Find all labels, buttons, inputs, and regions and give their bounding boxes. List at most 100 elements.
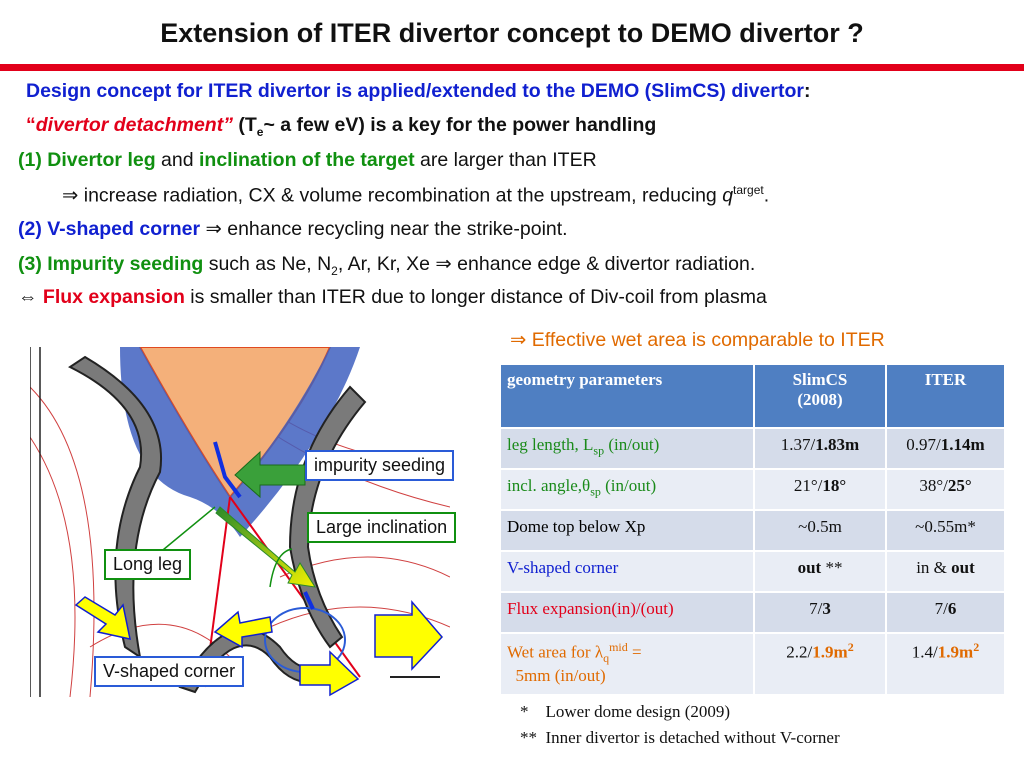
row-flux-expansion-iter: 7/6 (885, 591, 1006, 634)
point-1-inclination: inclination of the target (199, 149, 415, 171)
slide-title: Extension of ITER divertor concept to DE… (160, 18, 864, 48)
param-end: (in/out) (600, 476, 657, 495)
row-v-corner-slimcs: out ** (753, 550, 887, 593)
point-4-label: Flux expansion (42, 286, 185, 308)
point-3-label: (3) Impurity seeding (18, 253, 204, 275)
heat-flux-arrow (374, 599, 444, 671)
detachment-term: divertor detachment” (35, 114, 233, 136)
row-wet-area-iter: 1.4/1.9m2 (885, 632, 1006, 696)
point-1-sub-text: ⇒ increase radiation, CX & volume recomb… (62, 184, 723, 207)
geometry-table: geometry parameters SlimCS(2008) ITER le… (499, 363, 1006, 696)
point-1-leg: (1) Divertor leg (18, 149, 156, 171)
value-in: 0.97/ (906, 435, 941, 454)
value-out: 1.14m (940, 435, 985, 454)
value-out: 18° (822, 476, 847, 495)
highlight-stroke (303, 591, 315, 610)
te-subscript: e (256, 124, 264, 139)
value-note: ** (821, 558, 843, 577)
param-sub: sp (593, 443, 605, 458)
flux-line (29, 386, 95, 698)
table-row: Dome top below Xp ~0.5m ~0.55m* (499, 509, 1006, 552)
callout-v-shaped-corner: V-shaped corner (94, 656, 245, 687)
row-leg-length-slimcs: 1.37/1.83m (753, 427, 887, 470)
footnote-2: ** Inner divertor is detached without V-… (520, 728, 840, 747)
scrape-off-layer (120, 347, 360, 537)
point-3-text: such as Ne, N (203, 253, 332, 275)
callout-connector (269, 548, 293, 588)
value-bold: out (951, 558, 975, 577)
value-main: out (797, 558, 822, 577)
point-2-rest: ⇒ enhance recycling near the strike-poin… (200, 218, 568, 240)
value-in: 1.37/ (780, 435, 816, 454)
row-wet-area-slimcs: 2.2/1.9m2 (753, 632, 887, 696)
row-flux-expansion-slimcs: 7/3 (753, 591, 887, 634)
row-v-corner-iter: in & out (885, 550, 1006, 593)
point-2-label: (2) V-shaped corner (18, 218, 201, 240)
callout-long-leg: Long leg (104, 549, 192, 580)
point-4-rest: is smaller than ITER due to longer dista… (184, 286, 767, 308)
param-text: leg length, L (507, 435, 594, 454)
point-1-rest: are larger than ITER (414, 149, 597, 171)
value-in: 2.2/ (786, 642, 813, 662)
param-sub: sp (590, 484, 601, 499)
point-1-sub-end: . (763, 184, 770, 207)
title-divider (0, 64, 1024, 71)
flux-line (29, 436, 76, 698)
value-out: 1.9m (937, 642, 974, 662)
value-out: 1.9m (812, 642, 848, 662)
value-out: 3 (822, 599, 831, 618)
value-out: 6 (947, 599, 957, 618)
row-leg-length-iter: 0.97/1.14m (885, 427, 1006, 470)
value-sup: 2 (847, 640, 854, 654)
quote-open: “ (26, 114, 36, 136)
value-in: 7/ (934, 599, 948, 618)
value-sup: 2 (973, 640, 980, 654)
value-in: 21°/ (793, 476, 823, 495)
detachment-line: “divertor detachment” (Te~ a few eV) is … (26, 114, 656, 139)
flux-line (269, 606, 451, 628)
footnote-1: * Lower dome design (2009) (520, 702, 731, 721)
q-symbol: q (722, 184, 734, 207)
intro-line: Design concept for ITER divertor is appl… (26, 80, 810, 103)
row-dome-iter: ~0.55m* (885, 509, 1006, 552)
row-dome-slimcs: ~0.5m (753, 509, 887, 552)
table-row: V-shaped corner out ** in & out (499, 550, 1006, 593)
row-flux-expansion-label: Flux expansion(in)/(out) (499, 591, 755, 634)
param-text: Wet area for λ (507, 642, 604, 662)
header-slimcs: SlimCS(2008) (753, 363, 887, 429)
value-out: 25° (947, 476, 972, 495)
point-3-rest: , Ar, Kr, Xe ⇒ enhance edge & divertor r… (337, 253, 756, 275)
table-row: leg length, Lsp (in/out) 1.37/1.83m 0.97… (499, 427, 1006, 470)
detachment-rest: ~ a few eV) is a key for the power handl… (263, 114, 657, 136)
point-1-sub: ⇒ increase radiation, CX & volume recomb… (62, 183, 769, 208)
impurity-arrow (234, 450, 306, 499)
recycling-arrow (213, 610, 273, 649)
header-slimcs-name: SlimCS (792, 370, 848, 389)
highlight-stroke (213, 441, 242, 499)
row-incl-angle-label: incl. angle,θsp (in/out) (499, 468, 755, 511)
row-wet-area-label: Wet area for λqmid = 5mm (in/out) (499, 632, 755, 696)
point-2: (2) V-shaped corner ⇒ enhance recycling … (18, 217, 568, 241)
row-v-corner-label: V-shaped corner (499, 550, 755, 593)
n2-subscript: 2 (331, 263, 338, 278)
intro-colon: : (803, 80, 811, 102)
outer-leg (229, 496, 361, 678)
header-iter: ITER (885, 363, 1006, 429)
param-text: incl. angle,θ (507, 476, 591, 495)
value-in: 7/ (809, 599, 823, 618)
table-row: Wet area for λqmid = 5mm (in/out) 2.2/1.… (499, 632, 1006, 696)
point-4: ⇔ Flux expansion is smaller than ITER du… (18, 286, 767, 309)
value-out: 1.83m (815, 435, 860, 454)
recycling-arrow (74, 596, 131, 640)
param-end: (in/out) (604, 435, 660, 454)
row-incl-angle-slimcs: 21°/18° (753, 468, 887, 511)
row-incl-angle-iter: 38°/25° (885, 468, 1006, 511)
heat-flux-arrow (299, 650, 360, 697)
value-in: 38°/ (919, 476, 948, 495)
table-row: incl. angle,θsp (in/out) 21°/18° 38°/25° (499, 468, 1006, 511)
value-main: in & (916, 558, 952, 577)
value-in: 1.4/ (911, 642, 938, 662)
point-1-and: and (155, 149, 199, 171)
point-4-symbol: ⇔ (18, 286, 43, 308)
q-superscript: target (733, 183, 764, 197)
